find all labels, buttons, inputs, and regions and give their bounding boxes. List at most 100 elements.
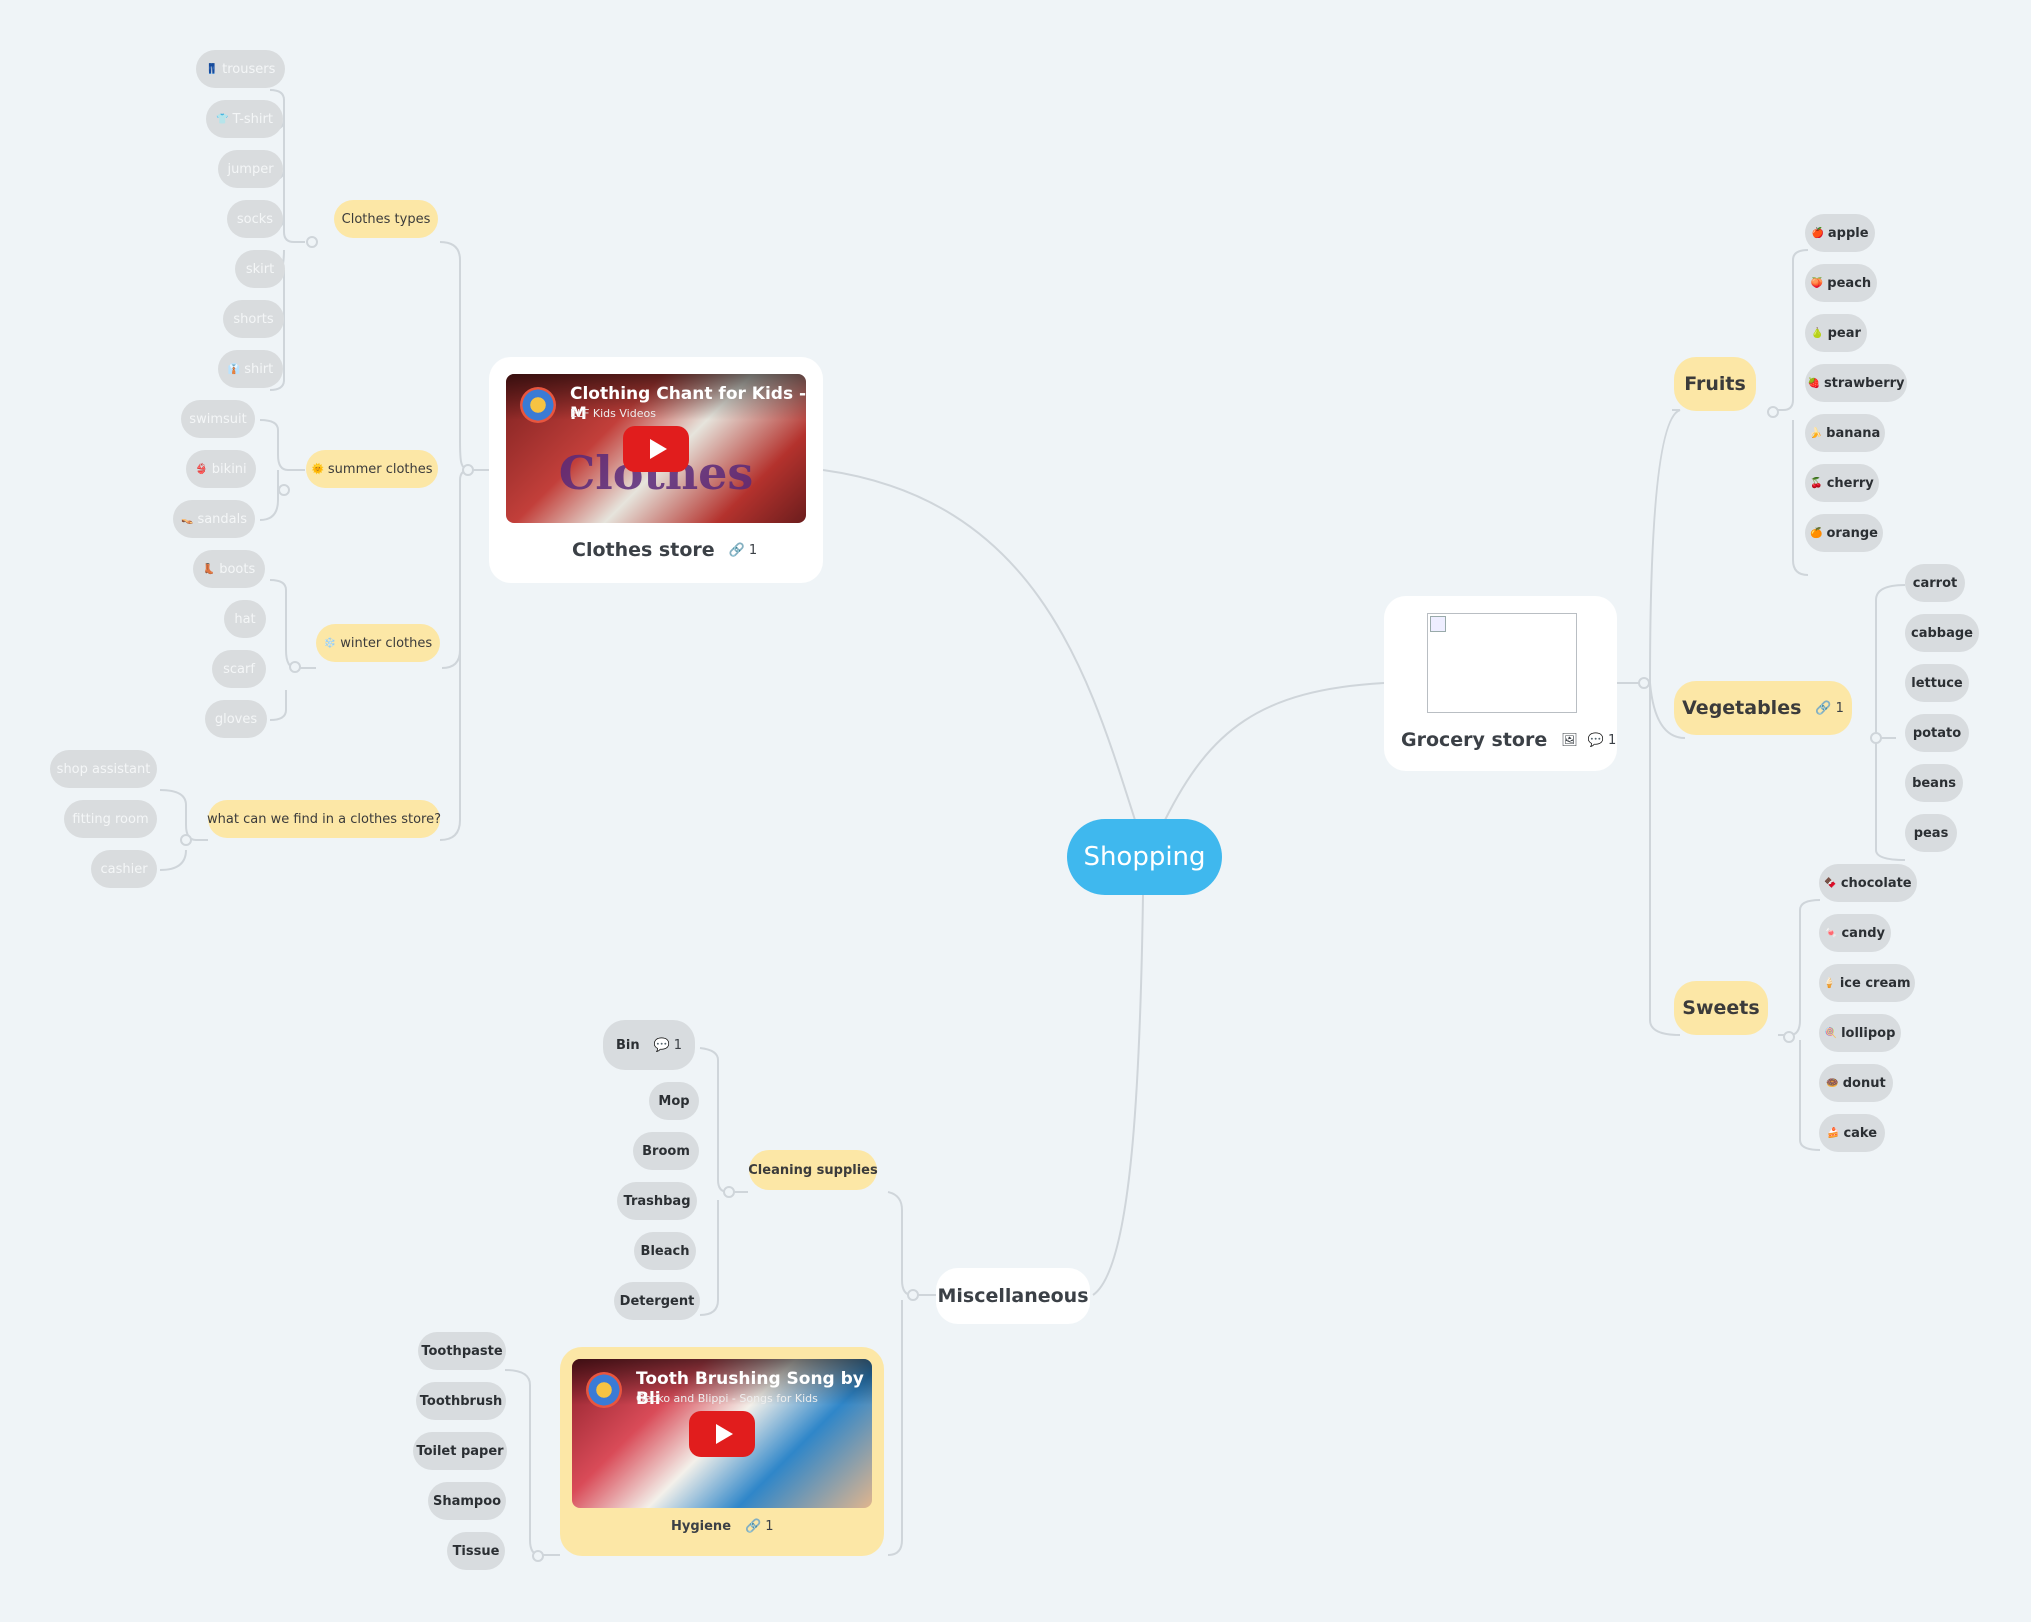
channel-avatar-icon (586, 1372, 622, 1408)
video-title[interactable]: Clothing Chant for Kids - M (570, 384, 806, 424)
leaf-gloves[interactable]: gloves (205, 700, 267, 738)
leaf-bin[interactable]: Bin 💬 1 (603, 1020, 695, 1070)
leaf-shirt[interactable]: 👔shirt (218, 350, 283, 388)
leaf-pear[interactable]: 🍐pear (1805, 314, 1867, 352)
link-count[interactable]: 🔗 1 (1815, 700, 1844, 716)
subtopic-summer-clothes[interactable]: 🌞 summer clothes (306, 450, 438, 488)
subtopic-vegetables[interactable]: Vegetables 🔗 1 (1674, 681, 1852, 735)
subtopic-winter-clothes[interactable]: ❄️ winter clothes (316, 624, 440, 662)
comment-icon: 💬 (653, 1037, 670, 1053)
link-count[interactable]: 🔗 1 (728, 542, 758, 558)
leaf-tissue[interactable]: Tissue (447, 1532, 505, 1570)
clothes-store-card[interactable]: Clothes Clothing Chant for Kids - M ELF … (489, 357, 823, 583)
shirt-icon: 👔 (227, 363, 241, 375)
branch-miscellaneous[interactable]: Miscellaneous (936, 1268, 1090, 1324)
subtopic-clothes-store-question[interactable]: what can we find in a clothes store? (207, 800, 441, 838)
leaf-fitting-room[interactable]: fitting room (64, 800, 157, 838)
play-button-icon[interactable] (623, 425, 689, 472)
cherry-icon: 🍒 (1810, 477, 1823, 489)
leaf-peas[interactable]: peas (1905, 814, 1957, 852)
grocery-store-card[interactable]: Grocery store 🖼 💬 1 (1384, 596, 1617, 771)
subtopic-cleaning-supplies[interactable]: Cleaning supplies (748, 1150, 878, 1190)
leaf-boots[interactable]: 👢boots (193, 550, 265, 588)
leaf-peach[interactable]: 🍑peach (1805, 264, 1877, 302)
peach-icon: 🍑 (1810, 277, 1824, 289)
leaf-toothpaste[interactable]: Toothpaste (418, 1332, 506, 1370)
leaf-skirt[interactable]: skirt (235, 250, 285, 288)
leaf-cherry[interactable]: 🍒cherry (1805, 464, 1879, 502)
leaf-shampoo[interactable]: Shampoo (428, 1482, 506, 1520)
leaf-toothbrush[interactable]: Toothbrush (416, 1382, 506, 1420)
leaf-donut[interactable]: 🍩donut (1819, 1064, 1893, 1102)
comment-count[interactable]: 💬 1 (653, 1037, 683, 1053)
sandal-icon: 👡 (180, 513, 194, 525)
subtopic-fruits[interactable]: Fruits (1674, 357, 1756, 411)
leaf-mop[interactable]: Mop (649, 1082, 699, 1120)
leaf-sandals[interactable]: 👡sandals (173, 500, 255, 538)
leaf-hat[interactable]: hat (224, 600, 266, 638)
leaf-trashbag[interactable]: Trashbag (617, 1182, 697, 1220)
leaf-apple[interactable]: 🍎apple (1805, 214, 1875, 252)
chocolate-icon: 🍫 (1824, 877, 1837, 889)
pear-icon: 🍐 (1811, 327, 1824, 339)
leaf-lettuce[interactable]: lettuce (1905, 664, 1969, 702)
grocery-store-title: Grocery store 🖼 💬 1 (1401, 729, 1617, 751)
leaf-carrot[interactable]: carrot (1905, 564, 1965, 602)
root-node-shopping[interactable]: Shopping (1067, 819, 1222, 895)
snowflake-icon: ❄️ (323, 637, 337, 649)
leaf-lollipop[interactable]: 🍭lollipop (1819, 1014, 1901, 1052)
strawberry-icon: 🍓 (1807, 377, 1820, 389)
leaf-bleach[interactable]: Bleach (634, 1232, 696, 1270)
leaf-potato[interactable]: potato (1905, 714, 1969, 752)
donut-icon: 🍩 (1826, 1077, 1839, 1089)
candy-icon: 🍬 (1825, 927, 1838, 939)
clothes-store-title: Clothes store 🔗 1 (572, 539, 758, 561)
leaf-detergent[interactable]: Detergent (614, 1282, 700, 1320)
leaf-cake[interactable]: 🍰cake (1819, 1114, 1885, 1152)
banana-icon: 🍌 (1809, 427, 1823, 439)
leaf-bikini[interactable]: 👙bikini (186, 450, 256, 488)
boot-icon: 👢 (202, 563, 216, 575)
grocery-image-placeholder (1427, 613, 1577, 713)
channel-avatar-icon (520, 387, 556, 423)
leaf-orange[interactable]: 🍊orange (1805, 514, 1883, 552)
leaf-banana[interactable]: 🍌banana (1805, 414, 1885, 452)
leaf-t-shirt[interactable]: 👕T-shirt (206, 100, 283, 138)
hygiene-video-embed[interactable]: Tooth Brushing Song by Bli Gecko and Bli… (572, 1359, 872, 1508)
bikini-icon: 👙 (195, 463, 208, 475)
leaf-scarf[interactable]: scarf (212, 650, 266, 688)
subtopic-clothes-types[interactable]: Clothes types (334, 200, 438, 238)
link-count[interactable]: 🔗 1 (745, 1519, 774, 1534)
ice-cream-icon: 🍦 (1823, 977, 1836, 989)
video-channel: Gecko and Blippi - Songs for Kids (636, 1392, 818, 1405)
leaf-candy[interactable]: 🍬candy (1819, 914, 1891, 952)
play-button-icon[interactable] (689, 1410, 755, 1457)
hygiene-card[interactable]: Tooth Brushing Song by Bli Gecko and Bli… (560, 1347, 884, 1556)
leaf-socks[interactable]: socks (227, 200, 283, 238)
subtopic-sweets[interactable]: Sweets (1674, 981, 1768, 1035)
t-shirt-icon: 👕 (216, 113, 229, 125)
leaf-trousers[interactable]: 👖trousers (196, 50, 285, 88)
comment-count[interactable]: 💬 1 (1587, 732, 1617, 748)
leaf-broom[interactable]: Broom (633, 1132, 699, 1170)
leaf-ice-cream[interactable]: 🍦ice cream (1819, 964, 1915, 1002)
leaf-toilet-paper[interactable]: Toilet paper (413, 1432, 507, 1470)
leaf-shop-assistant[interactable]: shop assistant (50, 750, 157, 788)
leaf-chocolate[interactable]: 🍫chocolate (1819, 864, 1917, 902)
clothes-video-embed[interactable]: Clothes Clothing Chant for Kids - M ELF … (506, 374, 806, 523)
leaf-beans[interactable]: beans (1905, 764, 1963, 802)
leaf-cashier[interactable]: cashier (91, 850, 157, 888)
leaf-strawberry[interactable]: 🍓strawberry (1805, 364, 1907, 402)
orange-icon: 🍊 (1810, 527, 1823, 539)
leaf-swimsuit[interactable]: swimsuit (181, 400, 255, 438)
image-icon[interactable]: 🖼 (1561, 732, 1578, 748)
broken-image-icon (1430, 616, 1446, 632)
video-title[interactable]: Tooth Brushing Song by Bli (636, 1369, 864, 1409)
leaf-jumper[interactable]: jumper (218, 150, 283, 188)
apple-icon: 🍎 (1811, 227, 1824, 239)
leaf-shorts[interactable]: shorts (223, 300, 284, 338)
leaf-cabbage[interactable]: cabbage (1905, 614, 1979, 652)
lollipop-icon: 🍭 (1824, 1027, 1838, 1039)
sun-icon: 🌞 (311, 463, 324, 475)
